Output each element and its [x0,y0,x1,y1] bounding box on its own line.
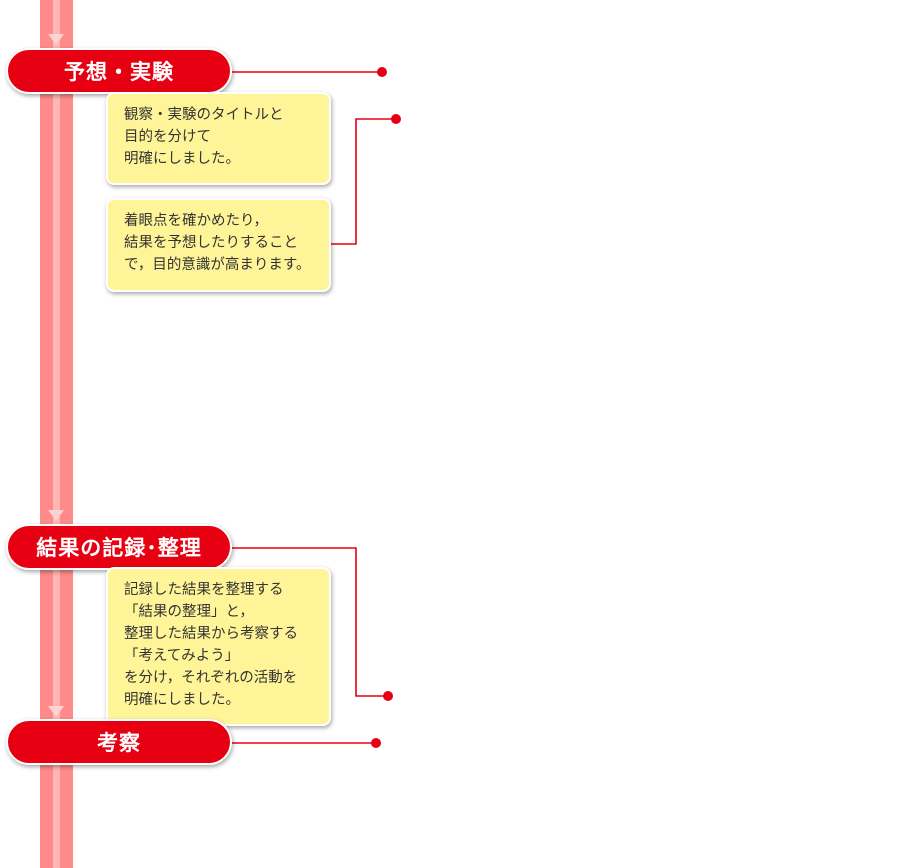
connector-viewpoint [331,118,396,245]
connector-dot-viewpoint [391,114,401,124]
stage-kiroku-seiri: 結果の記録･整理 [6,524,232,570]
note-viewpoint: 着眼点を確かめたり， 結果を予想したりすること で，目的意識が高まります。 [106,198,331,292]
note-title-purpose: 観察・実験のタイトルと 目的を分けて 明確にしました。 [106,92,331,185]
connector-dot-kiroku [383,691,393,701]
connector-kiroku [232,547,388,697]
timeline-arrow-icon [48,34,64,45]
timeline-arrow-icon [48,706,64,717]
timeline-arrow-icon [48,510,64,521]
note-organize: 記録した結果を整理する 「結果の整理」と， 整理した結果から考察する 「考えてみ… [106,567,331,726]
stage-yosou-jikken: 予想・実験 [6,48,232,94]
connector-dot-yosou [377,67,387,77]
connector-dot-kousatsu [371,738,381,748]
stage-kousatsu: 考察 [6,719,232,765]
